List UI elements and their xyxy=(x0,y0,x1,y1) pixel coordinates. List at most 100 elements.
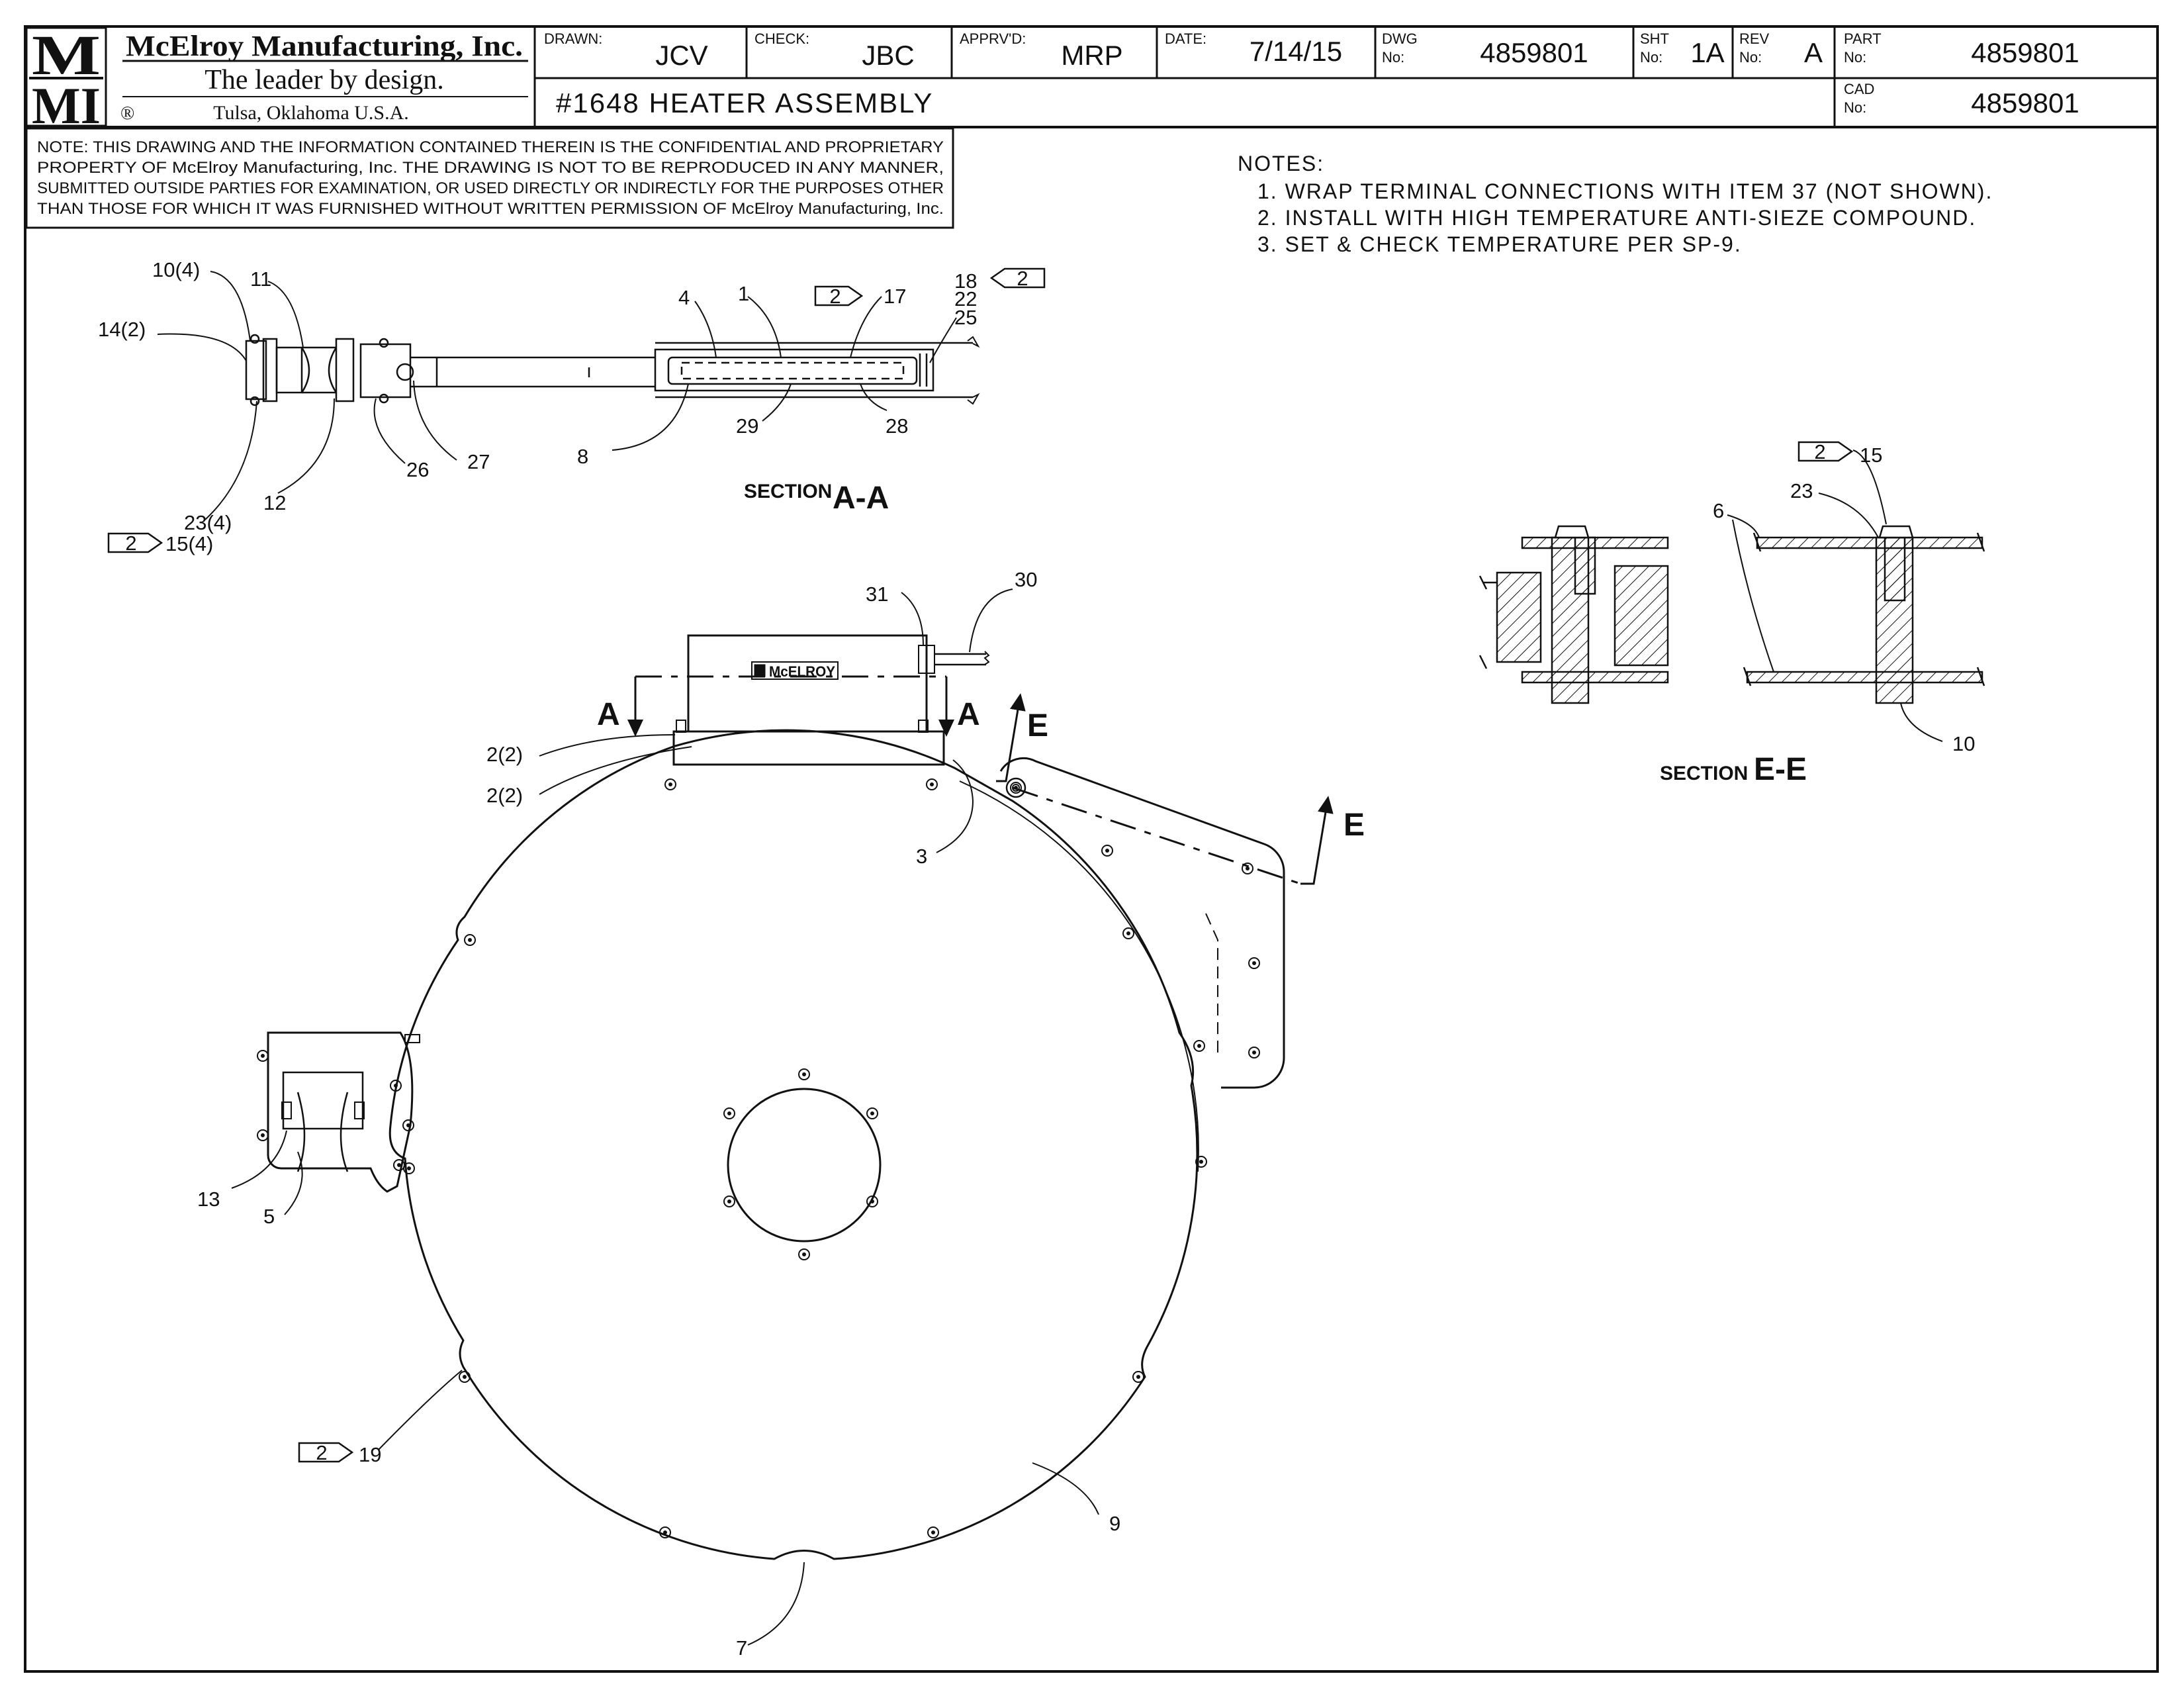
svg-text:2: 2 xyxy=(1814,440,1825,463)
cad-number: 4859801 xyxy=(1971,87,2079,118)
cut-letter-a-right: A xyxy=(957,697,980,732)
label-1: 1 xyxy=(738,282,749,305)
label-29: 29 xyxy=(736,414,758,438)
company-location: Tulsa, Oklahoma U.S.A. xyxy=(213,102,409,124)
label-10: 10 xyxy=(1952,732,1975,755)
bolt-hole-center xyxy=(1197,1044,1201,1048)
bolt-hole-center xyxy=(1246,867,1250,870)
bolt-hole-center xyxy=(261,1054,265,1058)
label-31: 31 xyxy=(866,583,888,606)
label-2-2-a: 2(2) xyxy=(486,743,523,766)
label-14-2: 14(2) xyxy=(98,318,146,341)
company-name: McElroy Manufacturing, Inc. xyxy=(126,30,523,62)
part-label-1: PART xyxy=(1844,30,1882,47)
label-18: 18 xyxy=(954,269,977,293)
cad-label-2: No: xyxy=(1844,99,1866,116)
company-logo: M MI xyxy=(25,23,107,134)
bolt-hole-center xyxy=(407,1166,411,1170)
main-view-callouts: 31 30 2(2) 2(2) 3 13 5 2 19 9 7 xyxy=(197,568,1120,1660)
cad-label-1: CAD xyxy=(1844,81,1874,97)
label-2-2-b: 2(2) xyxy=(486,784,523,807)
bolt-hole-center xyxy=(870,1199,874,1203)
label-8: 8 xyxy=(577,445,588,468)
rev-label-1: REV xyxy=(1739,30,1770,47)
section-ee-title: SECTION E-E xyxy=(1660,752,1807,787)
label-6: 6 xyxy=(1713,499,1724,522)
bolt-hole xyxy=(798,1248,810,1260)
rev-number: A xyxy=(1804,37,1823,68)
notes-block: NOTES: 1. WRAP TERMINAL CONNECTIONS WITH… xyxy=(1238,152,1991,256)
bolt-hole-center xyxy=(1136,1375,1140,1379)
sht-label-1: SHT xyxy=(1640,30,1669,47)
bolt-hole xyxy=(1248,957,1260,969)
bolt-hole xyxy=(1195,1156,1207,1168)
label-12: 12 xyxy=(263,491,286,514)
label-25: 25 xyxy=(954,306,977,329)
bolt-hole-center xyxy=(802,1252,806,1256)
notice-line-3: SUBMITTED OUTSIDE PARTIES FOR EXAMINATIO… xyxy=(37,179,944,197)
cut-letter-e-top: E xyxy=(1027,708,1048,743)
label-30: 30 xyxy=(1015,568,1037,591)
date-label: DATE: xyxy=(1165,30,1206,47)
label-28: 28 xyxy=(886,414,908,438)
bolt-hole-center xyxy=(930,782,934,786)
heater-main-view: McELROY xyxy=(267,634,1334,1560)
sht-number: 1A xyxy=(1690,37,1724,68)
label-10-4: 10(4) xyxy=(152,258,200,281)
dwg-number: 4859801 xyxy=(1480,37,1588,68)
label-23-4: 23(4) xyxy=(184,511,232,534)
bolt-hole-center xyxy=(668,782,672,786)
bolt-hole xyxy=(659,1526,671,1538)
bolt-hole xyxy=(927,1526,939,1538)
title-block: M MI McElroy Manufacturing, Inc. The lea… xyxy=(25,23,2156,134)
bolt-hole-center xyxy=(1105,849,1109,853)
notice-line-1: NOTE: THIS DRAWING AND THE INFORMATION C… xyxy=(37,138,944,156)
bolt-hole xyxy=(1010,782,1022,794)
revision-flag: 2 xyxy=(298,1441,354,1464)
svg-text:A-A: A-A xyxy=(833,481,889,516)
bolt-holes xyxy=(257,778,1260,1538)
dwg-label-2: No: xyxy=(1382,49,1404,66)
bolt-hole-center xyxy=(406,1123,410,1127)
revision-flag: 2 xyxy=(814,285,864,308)
cut-letter-a-left: A xyxy=(597,697,620,732)
bolt-hole-center xyxy=(931,1530,935,1534)
bolt-hole xyxy=(866,1107,878,1119)
bolt-hole xyxy=(1242,863,1253,874)
label-17: 17 xyxy=(884,285,906,308)
bolt-hole xyxy=(866,1196,878,1207)
label-9: 9 xyxy=(1109,1512,1120,1535)
drawn-label: DRAWN: xyxy=(544,30,602,47)
revision-flag: 2 xyxy=(107,532,163,555)
bolt-hole-center xyxy=(1252,961,1256,965)
label-3: 3 xyxy=(916,845,927,868)
bolt-hole-center xyxy=(727,1111,731,1115)
drawing-title: #1648 HEATER ASSEMBLY xyxy=(556,87,933,118)
revision-flag: 2 xyxy=(1797,440,1854,463)
bolt-hole xyxy=(1132,1371,1144,1383)
logo-bottom: MI xyxy=(32,77,101,134)
label-27: 27 xyxy=(467,450,490,473)
bolt-hole-center xyxy=(1126,931,1130,935)
logo-top: M xyxy=(32,23,101,87)
bolt-hole-center xyxy=(1014,786,1018,790)
bolt-hole xyxy=(1193,1040,1205,1052)
label-26: 26 xyxy=(406,458,429,481)
part-number: 4859801 xyxy=(1971,37,2079,68)
main-view-cut-letters: A A E E xyxy=(597,697,1365,843)
dwg-label-1: DWG xyxy=(1382,30,1418,47)
cut-letter-e-right: E xyxy=(1343,808,1365,843)
approved-label: APPRV'D: xyxy=(960,30,1026,47)
confidential-notice: NOTE: THIS DRAWING AND THE INFORMATION C… xyxy=(25,127,954,229)
bolt-hole xyxy=(390,1080,402,1092)
bolt-hole-center xyxy=(394,1084,398,1088)
bolt-hole xyxy=(926,778,938,790)
svg-text:SECTION: SECTION xyxy=(1660,763,1748,784)
label-7: 7 xyxy=(736,1636,747,1660)
bolt-hole xyxy=(1248,1047,1260,1058)
bolt-hole xyxy=(402,1119,414,1131)
bolt-hole-center xyxy=(1252,1051,1256,1055)
bolt-hole xyxy=(1101,845,1113,857)
bolt-hole xyxy=(798,1068,810,1080)
bolt-hole xyxy=(1122,927,1134,939)
